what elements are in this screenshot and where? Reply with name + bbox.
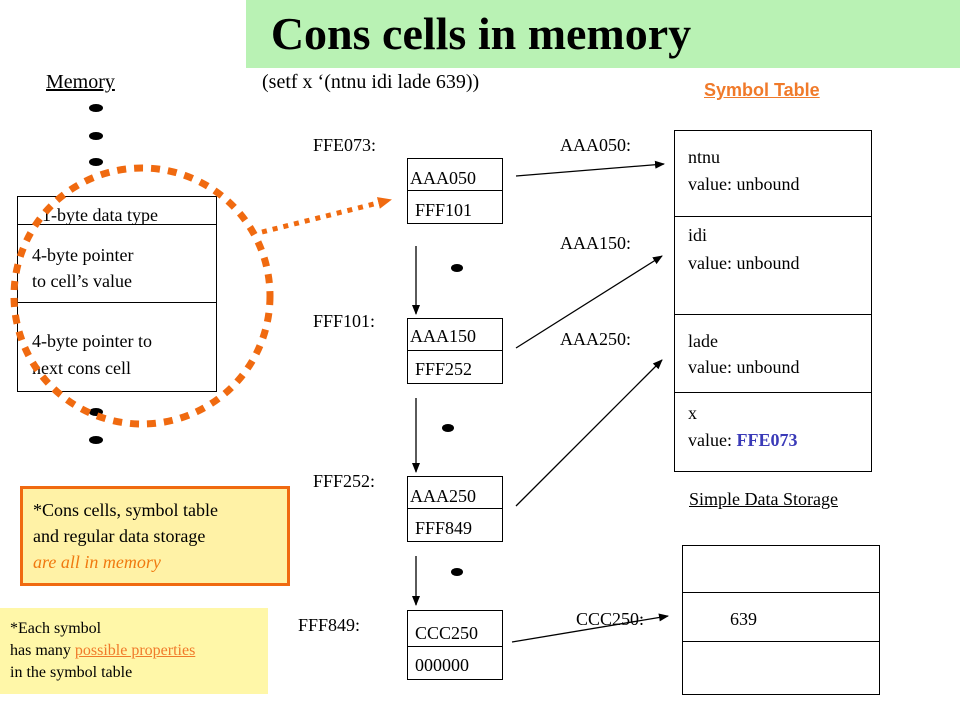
- cons-cell-2: [407, 318, 503, 384]
- memory-label: Memory: [46, 71, 115, 93]
- slide-title: Cons cells in memory: [270, 8, 692, 59]
- symbol-table-divider-2: [674, 314, 871, 315]
- symbol-x-name: x: [688, 403, 697, 423]
- data-address: CCC250:: [576, 609, 645, 629]
- symbol-x-value: value: FFE073: [688, 430, 798, 450]
- symbol-table-divider-3: [674, 392, 871, 393]
- data-value: 639: [730, 609, 757, 629]
- memory-field-next-pointer-2: next cons cell: [32, 358, 131, 378]
- simple-storage-label: Simple Data Storage: [689, 489, 838, 509]
- cons-cell-1: [407, 158, 503, 224]
- symbol-address-1: AAA050:: [560, 135, 631, 155]
- symbol-idi-value: value: unbound: [688, 253, 800, 273]
- symbol-note-line-3: in the symbol table: [10, 664, 133, 681]
- car-arrow: [515, 160, 665, 177]
- ellipsis-dot: [89, 158, 103, 166]
- memory-field-value-pointer-1: 4-byte pointer: [32, 245, 134, 265]
- ellipsis-dot: [89, 104, 103, 112]
- cons-dot: [451, 568, 463, 576]
- symbol-note-line-1: *Each symbol: [10, 620, 102, 637]
- memory-field-type: 1-byte data type: [42, 205, 158, 225]
- symbol-idi-name: idi: [688, 225, 708, 245]
- cons-cell-2-cdr: FFF252: [415, 359, 473, 379]
- symbol-note: *Each symbol has many possible propertie…: [0, 608, 268, 694]
- symbol-ntnu-value: value: unbound: [688, 174, 800, 194]
- memory-note-line-2: and regular data storage: [33, 526, 206, 546]
- memory-note-line-3: are all in memory: [33, 552, 161, 572]
- symbol-note-line-2: has many possible properties: [10, 642, 196, 659]
- cons-cell-1-cdr: FFF101: [415, 200, 473, 220]
- ellipsis-dot: [89, 132, 103, 140]
- cons-address-2: FFF101:: [313, 311, 376, 331]
- cons-cell-4-car: CCC250: [415, 623, 479, 643]
- cons-address-1: FFE073:: [313, 135, 377, 155]
- cons-dot: [442, 424, 454, 432]
- cons-cell-2-car: AAA150: [410, 326, 476, 346]
- memory-field-next-pointer-1: 4-byte pointer to: [32, 331, 152, 351]
- possible-properties-link[interactable]: possible properties: [74, 642, 196, 659]
- symbol-lade-name: lade: [688, 331, 718, 351]
- cons-cell-4-cdr: 000000: [415, 655, 469, 675]
- symbol-lade-value: value: unbound: [688, 357, 800, 377]
- title-bar: [246, 0, 960, 68]
- simple-storage-box: [682, 545, 880, 695]
- cons-cell-3-car: AAA250: [410, 486, 476, 506]
- simple-storage-divider-1: [682, 592, 879, 593]
- cons-cell-3: [407, 476, 503, 542]
- memory-field-value-pointer-2: to cell’s value: [32, 271, 132, 291]
- cons-cell-1-car: AAA050: [410, 168, 476, 188]
- cons-cell-2-divider: [407, 350, 502, 351]
- cons-cell-1-divider: [407, 190, 502, 191]
- symbol-x-pointer: FFE073: [736, 430, 798, 450]
- symbol-table-divider-1: [674, 216, 871, 217]
- highlight-arrow: [261, 197, 392, 235]
- ellipsis-dot: [89, 436, 103, 444]
- ellipsis-dot: [89, 408, 103, 416]
- symbol-ntnu-name: ntnu: [688, 147, 721, 167]
- memory-note: *Cons cells, symbol table and regular da…: [20, 486, 290, 586]
- car-arrow: [515, 359, 663, 507]
- cons-cell-4-divider: [407, 646, 502, 647]
- cons-dot: [451, 264, 463, 272]
- setf-expression: (setf x ‘(ntnu idi lade 639)): [262, 71, 480, 93]
- memory-note-line-1: *Cons cells, symbol table: [33, 500, 218, 520]
- symbol-address-2: AAA150:: [560, 233, 631, 253]
- cons-cell-3-cdr: FFF849: [415, 518, 473, 538]
- symbol-address-3: AAA250:: [560, 329, 631, 349]
- symbol-table-header: Symbol Table: [704, 80, 820, 100]
- symbol-table: [674, 130, 872, 472]
- memory-cell-divider-2: [17, 302, 216, 303]
- simple-storage-divider-2: [682, 641, 879, 642]
- cons-address-3: FFF252:: [313, 471, 376, 491]
- cons-cell-3-divider: [407, 508, 502, 509]
- cons-cell-4: [407, 610, 503, 680]
- cons-address-4: FFF849:: [298, 615, 361, 635]
